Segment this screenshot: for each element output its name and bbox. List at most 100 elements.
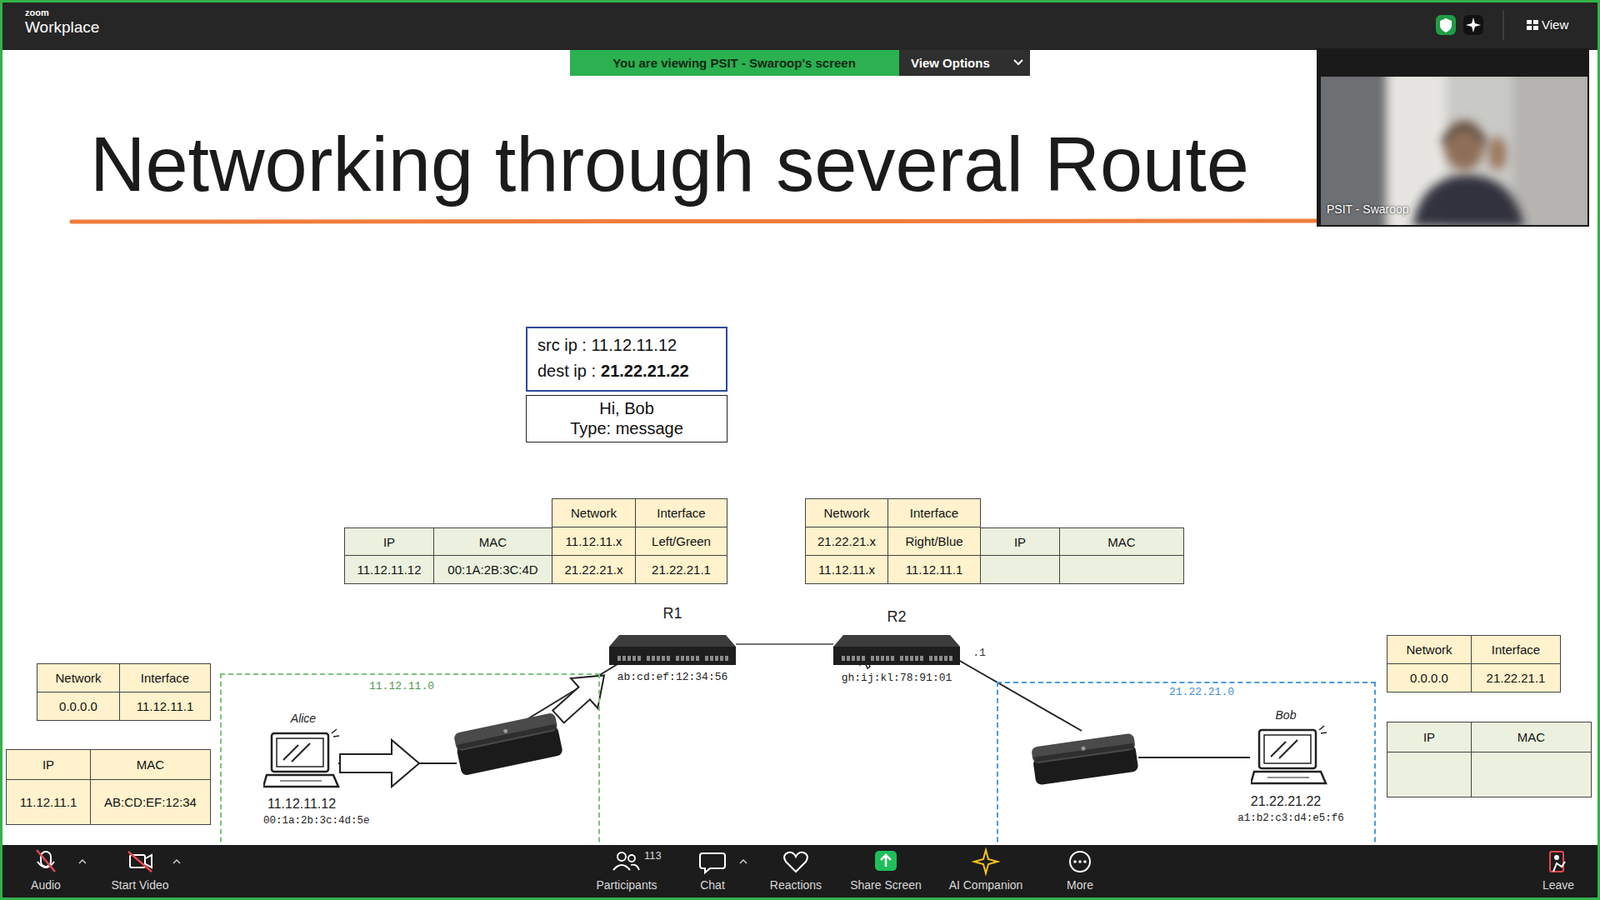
- table-text: AB:CD:EF:12:34: [104, 795, 197, 810]
- table-text: Left/Green: [651, 534, 711, 549]
- table-cell: [1059, 555, 1185, 585]
- table-cell: 0.0.0.0: [36, 691, 120, 721]
- table-text: IP: [1014, 535, 1026, 550]
- top-bar-icons: [0, 0, 1600, 50]
- packet-payload: Hi, BobType: message: [525, 395, 728, 443]
- table-cell: Left/Green: [635, 526, 728, 556]
- toolbar-label: Leave: [1542, 878, 1575, 892]
- table-cell: AB:CD:EF:12:34: [90, 779, 211, 825]
- mac-address: gh:ij:kl:78:91:01: [841, 671, 953, 685]
- switch-symbol: [453, 712, 564, 777]
- table-cell: MAC: [90, 749, 211, 780]
- router-node: R1 ab:cd:ef:12:34:56: [609, 601, 736, 687]
- slide-title: Networking through several Route: [90, 122, 1250, 207]
- router-name: R1: [662, 605, 682, 623]
- table-cell: Interface: [119, 663, 211, 693]
- table-cell: IP: [1386, 721, 1472, 753]
- table-text: IP: [42, 757, 55, 772]
- table-text: 11.12.11.x: [818, 562, 875, 577]
- table-cell: Network: [551, 498, 636, 528]
- table-text: IP: [383, 535, 395, 550]
- participant-name: PSIT - Swaroop: [1326, 202, 1410, 216]
- table-cell: Network: [805, 498, 889, 528]
- table-cell: Right/Blue: [887, 526, 981, 556]
- video-tile: PSIT - Swaroop: [1316, 48, 1590, 227]
- table-text: 11.12.11.12: [356, 562, 421, 577]
- view-options-button: View Options: [899, 50, 1030, 76]
- chevron-icon: [1012, 58, 1025, 67]
- table-cell: Interface: [635, 498, 728, 528]
- packet-header: src ip : 11.12.11.12 dest ip :21.22.21.22: [525, 326, 728, 392]
- header-value: 21.22.21.22: [600, 361, 690, 381]
- table-text: Interface: [140, 670, 190, 685]
- toolbar-label: Chat: [700, 878, 725, 892]
- table-text: 0.0.0.0: [1410, 670, 1449, 685]
- table-text: 00:1A:2B:3C:4D: [447, 562, 538, 577]
- host-name: Alice: [290, 711, 316, 725]
- laptop-symbol: [1250, 725, 1328, 787]
- wire: [1138, 756, 1250, 759]
- share-banner: You are viewing PSIT - Swaroop's screen: [570, 50, 900, 76]
- table-text: 11.12.11.x: [565, 534, 623, 549]
- flow-arrow: [340, 740, 420, 787]
- table-cell: Interface: [1470, 635, 1561, 665]
- table-text: 11.12.11.1: [136, 699, 195, 714]
- table-cell: Network: [1386, 635, 1472, 665]
- table-text: Right/Blue: [905, 534, 963, 549]
- table-text: MAC: [1517, 730, 1545, 745]
- table-text: 11.12.11.1: [20, 795, 78, 810]
- table-text: Network: [55, 670, 101, 685]
- payload-line: Hi, Bob: [599, 399, 655, 419]
- toolbar-label: Start Video: [110, 878, 169, 892]
- button-label: View Options: [910, 55, 990, 70]
- table-cell: IP: [5, 749, 91, 780]
- mac-address: a1:b2:c3:d4:e5:f6: [1237, 812, 1345, 825]
- toolbar-icons: [0, 845, 1600, 879]
- table-cell: 21.22.21.x: [551, 555, 636, 585]
- table-text: Interface: [910, 505, 959, 520]
- ip-address: 11.12.11.12: [267, 796, 336, 812]
- banner-text: You are viewing PSIT - Swaroop's screen: [612, 55, 856, 70]
- host-node: Alice11.12.11.1200:1a:2b:3c:4d:5e: [260, 710, 377, 834]
- host-node: Bob 21.22.21.22 a1:b2:c3:d4:e5:f6: [1231, 706, 1350, 830]
- header-line: src ip : 11.12.11.12: [537, 335, 677, 355]
- table-cell: 11.12.11.x: [551, 526, 636, 556]
- toolbar-label: Reactions: [770, 878, 822, 892]
- network-region: Alice11.12.11.1200:1a:2b:3c:4d:5e11.12.1…: [220, 673, 600, 867]
- table-cell: 11.12.11.1: [5, 779, 91, 825]
- table-text: 11.12.11.1: [905, 562, 964, 577]
- router-node: R2 gh:ij:kl:78:91:01: [833, 605, 960, 687]
- table-cell: IP: [980, 527, 1060, 556]
- header-line: dest ip :: [537, 361, 596, 381]
- table-text: MAC: [479, 535, 507, 550]
- toolbar-label: AI Companion: [949, 878, 1024, 892]
- app-name: zoom: [25, 7, 50, 18]
- router-name: R2: [886, 608, 906, 626]
- table-cell: IP: [344, 527, 435, 556]
- table-cell: 21.22.21.1: [1470, 663, 1561, 693]
- router-symbol: [833, 635, 960, 665]
- table-text: 21.22.21.1: [1486, 670, 1546, 685]
- title-underline: [71, 220, 1317, 222]
- table-cell: MAC: [1470, 721, 1592, 753]
- host-name: Bob: [1275, 708, 1297, 722]
- router-symbol: [609, 635, 736, 665]
- payload-line: Type: message: [570, 419, 684, 439]
- ip-address: 21.22.21.22: [1250, 794, 1322, 810]
- table-text: MAC: [1107, 535, 1135, 550]
- table-cell: 11.12.11.x: [805, 555, 889, 585]
- table-cell: 21.22.21.1: [635, 555, 728, 585]
- wire: [958, 660, 1082, 731]
- table-text: IP: [1423, 730, 1435, 745]
- table-text: 0.0.0.0: [59, 699, 98, 714]
- table-cell: [1386, 751, 1472, 798]
- laptop-symbol: [263, 728, 340, 790]
- table-cell: 11.12.11.1: [119, 691, 211, 721]
- table-cell: [1470, 751, 1592, 798]
- table-text: 21.22.21.x: [564, 562, 623, 577]
- mac-address: ab:cd:ef:12:34:56: [617, 670, 729, 684]
- network-region: Bob 21.22.21.22 a1:b2:c3:d4:e5:f621.22.21.…: [996, 681, 1376, 867]
- table-cell: 00:1A:2B:3C:4D: [433, 555, 553, 585]
- toolbar-label: More: [1066, 878, 1094, 892]
- link-line: [735, 644, 834, 645]
